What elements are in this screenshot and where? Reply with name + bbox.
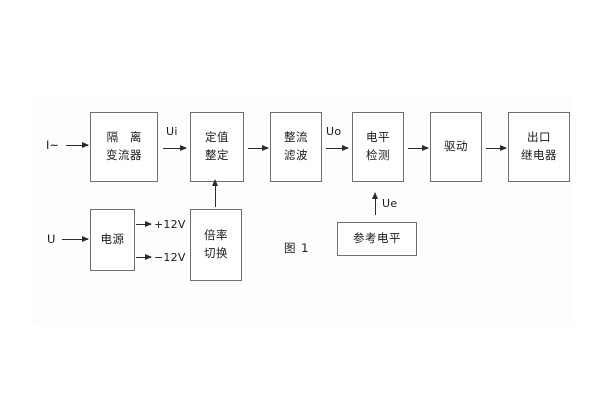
- block-isolation-ct-line-2: 变流器: [106, 148, 142, 162]
- arrow-level-detection-to-drive: [408, 145, 429, 151]
- block-output-relay-line-1: 出口: [527, 130, 551, 145]
- block-setting-value-line-2: 整定: [205, 148, 229, 162]
- block-level-detection[interactable]: 电平 检测: [352, 112, 404, 182]
- arrow-rail-negative: [136, 254, 152, 260]
- rail-label-positive: +12V: [154, 218, 186, 231]
- block-level-detection-line-1: 电平: [366, 130, 390, 145]
- arrow-rail-positive: [136, 221, 152, 227]
- block-rectifier-filter[interactable]: 整流 滤波: [270, 112, 322, 182]
- block-power-supply-line-1: 电源: [100, 232, 125, 247]
- block-rectifier-filter-line-2: 滤波: [284, 148, 308, 162]
- arrow-reference-level-to-level-detection: [372, 192, 378, 215]
- block-drive-line-1: 驱动: [444, 139, 468, 154]
- arrow-setting-value-to-rectifier-filter: [248, 145, 269, 151]
- block-isolation-ct-line-1: 隔 离: [106, 130, 146, 145]
- block-reference-level[interactable]: 参考电平: [337, 222, 417, 256]
- arrow-ratio-switch-to-setting-value: [212, 179, 218, 207]
- signal-label-ue: Ue: [382, 197, 398, 210]
- block-setting-value[interactable]: 定值 整定: [190, 112, 244, 182]
- arrow-voltage-to-power-supply: [62, 236, 89, 242]
- rail-label-negative: −12V: [154, 251, 186, 264]
- block-power-supply[interactable]: 电源: [90, 209, 135, 271]
- signal-label-uo: Uo: [326, 125, 342, 138]
- block-ratio-switch[interactable]: 倍率 切换: [190, 209, 242, 281]
- signal-label-ui: Ui: [166, 125, 178, 138]
- arrow-drive-to-output-relay: [486, 145, 507, 151]
- block-level-detection-line-2: 检测: [366, 148, 390, 162]
- arrow-isolation-ct-to-setting-value: [163, 145, 187, 151]
- block-output-relay[interactable]: 出口 继电器: [508, 112, 570, 182]
- block-reference-level-line-1: 参考电平: [353, 231, 401, 246]
- figure-caption: 图 1: [284, 241, 310, 255]
- block-setting-value-line-1: 定值: [205, 130, 229, 145]
- block-rectifier-filter-line-1: 整流: [284, 130, 308, 145]
- block-drive[interactable]: 驱动: [430, 112, 482, 182]
- arrow-current-to-isolation-ct: [66, 142, 89, 148]
- block-ratio-switch-line-2: 切换: [204, 246, 228, 260]
- arrow-rectifier-filter-to-level-detection: [326, 145, 349, 151]
- input-label-voltage: U: [47, 232, 56, 246]
- block-output-relay-line-2: 继电器: [521, 148, 557, 162]
- block-isolation-ct[interactable]: 隔 离 变流器: [90, 112, 158, 182]
- input-label-current: I~: [46, 138, 60, 152]
- block-ratio-switch-line-1: 倍率: [204, 228, 228, 243]
